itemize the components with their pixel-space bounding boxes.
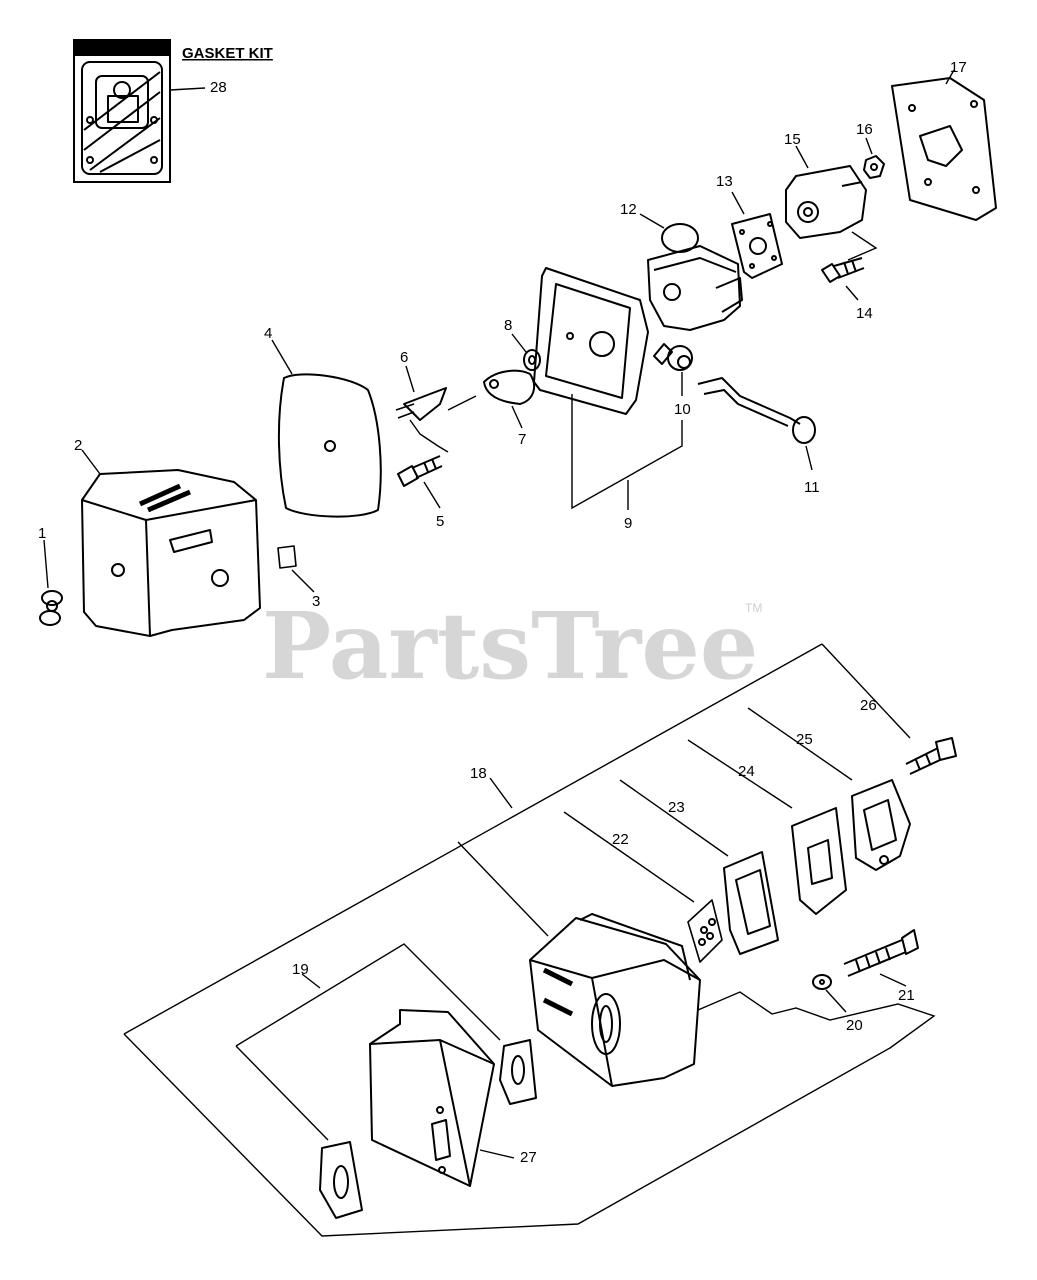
- part-8-washer[interactable]: [523, 349, 541, 371]
- label-18: 18: [470, 765, 487, 782]
- label-14: 14: [856, 305, 873, 322]
- part-20-washer[interactable]: [812, 974, 832, 990]
- label-16: 16: [856, 121, 873, 138]
- label-21: 21: [898, 987, 915, 1004]
- part-12-carburetor[interactable]: [647, 223, 743, 331]
- part-19-gasket[interactable]: [499, 1039, 537, 1105]
- part-7-plate[interactable]: [483, 369, 536, 405]
- part-22-spark-screen[interactable]: [687, 899, 723, 963]
- label-23: 23: [668, 799, 685, 816]
- label-24: 24: [738, 763, 755, 780]
- label-17: 17: [950, 59, 967, 76]
- label-3: 3: [312, 593, 320, 610]
- label-11: 11: [804, 479, 820, 496]
- label-13: 13: [716, 173, 733, 190]
- part-27-heat-shield[interactable]: [369, 1009, 495, 1187]
- watermark-text: PartsTree: [262, 592, 758, 700]
- part-24-plate[interactable]: [791, 807, 847, 915]
- part-15-carb-adapter[interactable]: [785, 165, 867, 239]
- label-5: 5: [436, 513, 444, 530]
- part-13-gasket[interactable]: [731, 213, 783, 279]
- part-14-screw[interactable]: [821, 257, 865, 283]
- part-6-bracket[interactable]: [395, 387, 449, 453]
- label-8: 8: [504, 317, 512, 334]
- part-27-gasket-left[interactable]: [319, 1141, 363, 1219]
- label-12: 12: [620, 201, 637, 218]
- label-26: 26: [860, 697, 877, 714]
- part-26-bolt[interactable]: [905, 737, 957, 775]
- part-10-grommet[interactable]: [653, 343, 693, 371]
- part-4-filter-element[interactable]: [277, 373, 382, 518]
- part-23-gasket[interactable]: [723, 851, 779, 955]
- muffler-body[interactable]: [529, 913, 701, 1087]
- part-5-bolt[interactable]: [397, 455, 443, 487]
- label-27: 27: [520, 1149, 537, 1166]
- part-17-insulator[interactable]: [891, 77, 997, 221]
- label-28: 28: [210, 79, 227, 96]
- label-25: 25: [796, 731, 813, 748]
- part-9-air-box[interactable]: [533, 267, 649, 415]
- label-2: 2: [74, 437, 82, 454]
- part-2-air-filter-cover[interactable]: [81, 469, 261, 637]
- label-20: 20: [846, 1017, 863, 1034]
- label-1: 1: [38, 525, 46, 542]
- part-21-bolt[interactable]: [843, 929, 919, 977]
- gasket-kit-title: GASKET KIT: [182, 45, 273, 62]
- part-25-deflector[interactable]: [851, 779, 911, 871]
- label-15: 15: [784, 131, 801, 148]
- part-11-primer-line[interactable]: [697, 377, 816, 444]
- label-9: 9: [624, 515, 632, 532]
- part-3-small-element[interactable]: [277, 545, 297, 569]
- part-1-wing-nut[interactable]: [39, 590, 63, 626]
- label-4: 4: [264, 325, 272, 342]
- label-7: 7: [518, 431, 526, 448]
- label-22: 22: [612, 831, 629, 848]
- gasket-kit-inset[interactable]: [73, 39, 206, 183]
- label-19: 19: [292, 961, 309, 978]
- part-16-nut[interactable]: [863, 155, 885, 179]
- label-10: 10: [674, 401, 691, 418]
- label-6: 6: [400, 349, 408, 366]
- watermark-trademark: TM: [745, 601, 762, 615]
